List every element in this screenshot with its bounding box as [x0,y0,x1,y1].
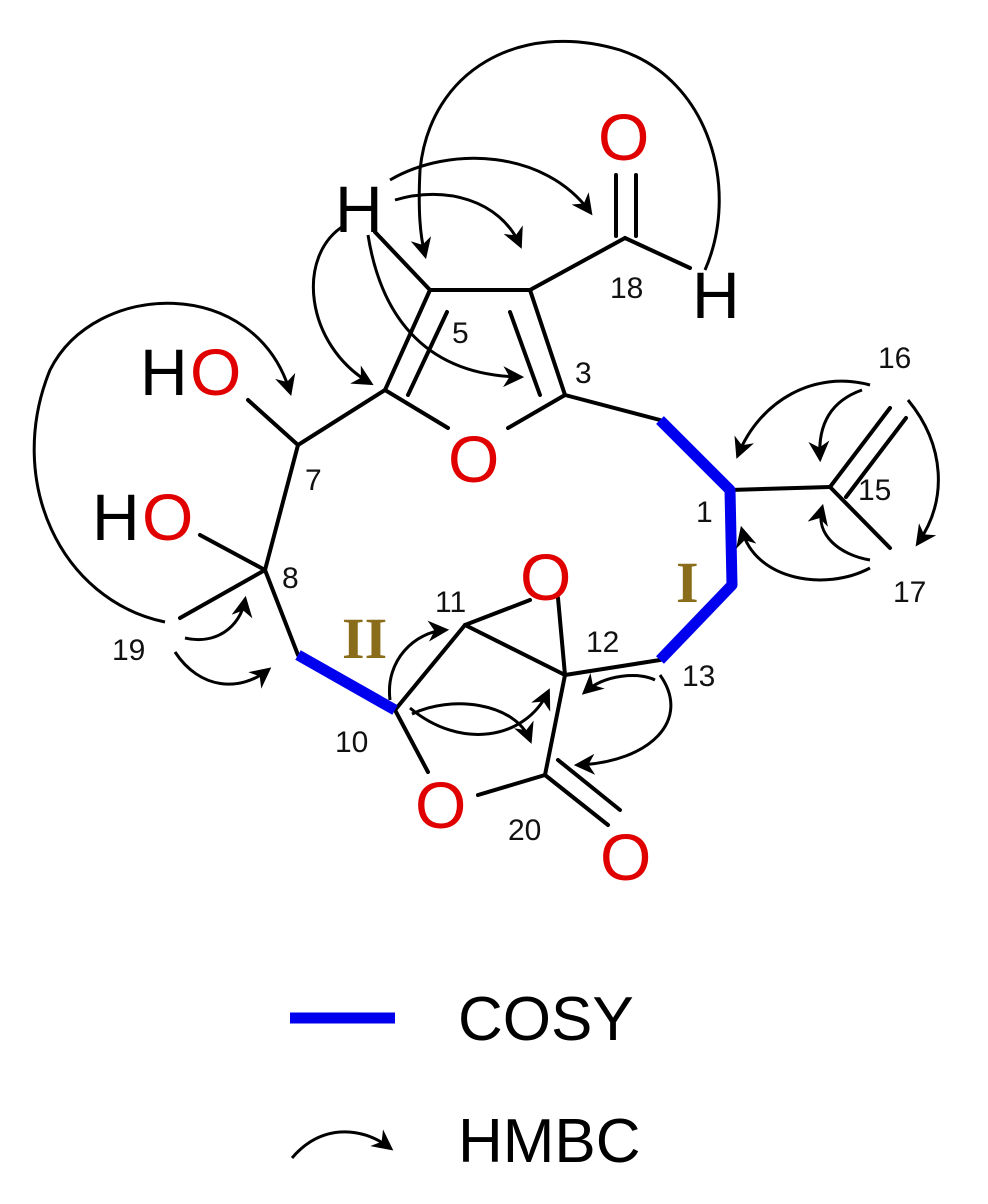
locant-18: 18 [610,272,643,305]
locant-10: 10 [335,726,368,759]
lactone-oxygen: O [415,768,466,842]
locant-19: 19 [112,634,145,667]
hydroxyl-8-oxygen: O [142,480,193,554]
aldehyde-hydrogen: H [692,258,740,332]
aldehyde-oxygen: O [598,100,649,174]
locant-8: 8 [282,562,299,595]
atom-labels: O H H O H O H O O O O [92,100,740,894]
hmbc-legend-label: HMBC [458,1107,641,1176]
locant-7: 7 [305,464,322,497]
locant-20: 20 [508,814,541,847]
skeleton-bonds [178,173,908,827]
furan-hydrogen: H [335,172,383,246]
cosy-bonds [295,416,738,715]
fragment-label-1: I [676,550,699,615]
hmbc-legend-arrow-icon [290,1129,394,1159]
fragment-label-2: II [342,606,387,671]
hmbc-arrows [32,40,940,775]
hydroxyl-7-hydrogen: H [140,335,188,409]
legend: COSY HMBC [290,985,641,1176]
locant-13: 13 [682,660,715,693]
locant-1: 1 [696,496,713,529]
fragment-labels: I II [342,550,699,671]
hydroxyl-8-hydrogen: H [92,480,140,554]
epoxide-oxygen: O [520,540,571,614]
locant-5: 5 [452,317,469,350]
locant-12: 12 [586,626,619,659]
furan-oxygen: O [448,422,499,496]
locant-3: 3 [575,357,592,390]
carbonyl-oxygen: O [600,820,651,894]
locant-17: 17 [893,576,926,609]
hydroxyl-7-oxygen: O [190,335,241,409]
locant-11: 11 [435,586,466,619]
locant-numbers: 1 3 5 7 8 10 11 12 13 15 16 17 18 19 20 [112,272,926,847]
cosy-legend-label: COSY [458,985,634,1054]
locant-15: 15 [858,474,891,507]
locant-16: 16 [878,342,911,375]
